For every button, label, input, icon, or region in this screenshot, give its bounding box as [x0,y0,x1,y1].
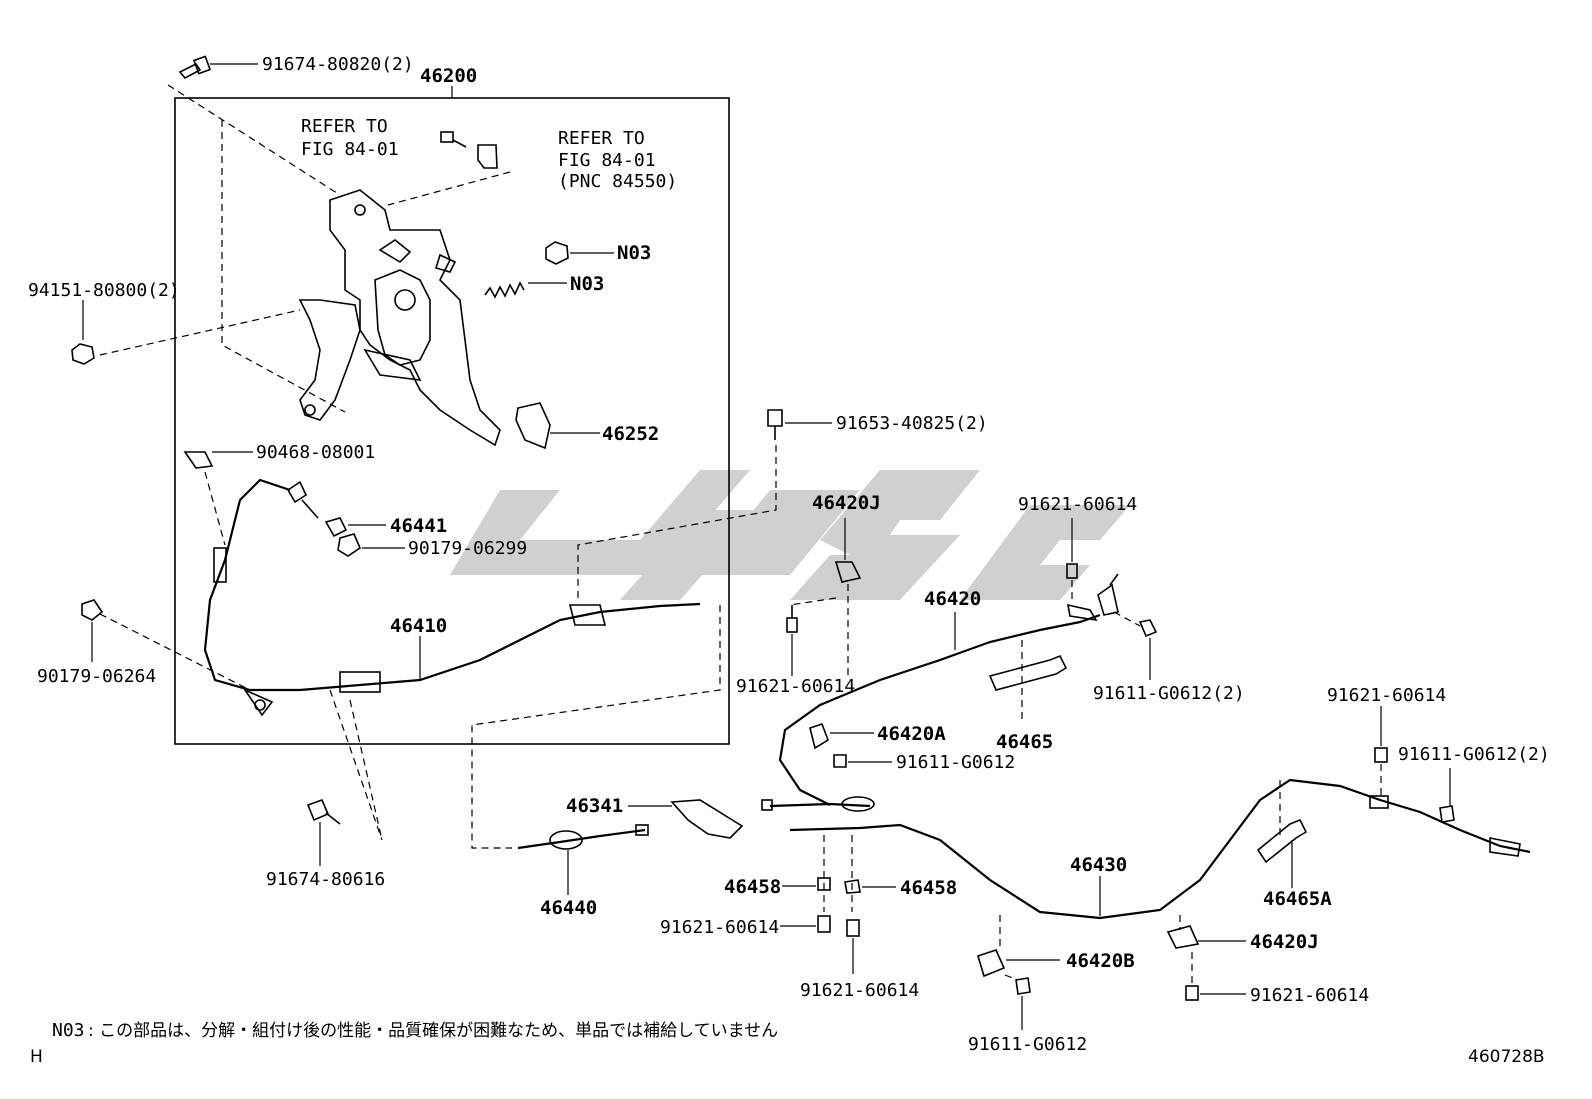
label-46252: 46252 [602,423,659,445]
cable-46410 [203,478,701,717]
parking-brake-pedal-assembly [298,189,501,447]
label-46200: 46200 [420,65,477,87]
label-91653-40825: 91653-40825(2) [836,413,988,434]
label-46440: 46440 [540,897,597,919]
label-46458-right: 46458 [900,877,957,899]
clip-46420J-right [1166,925,1200,949]
stopper-46252 [515,402,551,450]
bushing-n03 [545,241,569,265]
label-46341: 46341 [566,795,623,817]
bracket-46420B [977,949,1006,978]
label-46410: 46410 [390,615,447,637]
clip-46420J-top [834,561,862,583]
label-46420J-top: 46420J [812,492,881,514]
label-46441: 46441 [390,515,447,537]
label-91674-80616: 91674-80616 [266,869,385,890]
footer-note-text: : この部品は、分解・組付け後の性能・品質確保が困難なため、単品では補給していま… [88,1021,778,1041]
assembly-frame-46200 [174,97,730,745]
label-46420B: 46420B [1066,950,1135,972]
label-n03-b: N03 [570,273,604,295]
cable-46440 [517,824,649,850]
bracket-refer-fig [477,144,498,169]
ref2-line2: FIG 84-01 [558,150,656,171]
label-46465A: 46465A [1263,888,1332,910]
label-91621-60614-right-top: 91621-60614 [1327,685,1446,706]
boot-46465A [1256,818,1308,864]
clip-90468-08001 [183,451,214,469]
label-46430: 46430 [1070,854,1127,876]
label-91621-60614-bm: 91621-60614 [800,980,919,1001]
ref2-line1: REFER TO [558,128,645,149]
label-91611-G0612-2-top: 91611-G0612(2) [1093,683,1245,704]
label-91611-G0612-bottom: 91611-G0612 [968,1034,1087,1055]
bolt-91621-60614-right-top [1374,747,1388,763]
cable-46420 [761,603,1101,812]
label-91621-60614-top: 91621-60614 [1018,494,1137,515]
rod-46441 [301,499,348,538]
label-46465: 46465 [996,731,1053,753]
label-46420A: 46420A [877,723,946,745]
bolt-91621-60614-br [1185,985,1199,1001]
bracket-91611-G0612-top [1097,573,1158,638]
bolt-91621-60614-top [1066,563,1078,579]
label-90179-06299: 90179-06299 [408,538,527,559]
watermark-logo [450,470,1130,600]
label-94151-80800: 94151-80800(2) [28,280,180,301]
label-n03-a: N03 [617,242,651,264]
ref2-line3: (PNC 84550) [558,171,677,192]
bracket-46341 [670,799,744,839]
footer-note-code: N03 [52,1020,85,1041]
bolt-91621-60614-bm [846,919,860,937]
label-90179-06264: 90179-06264 [37,666,156,687]
spring-n03 [484,281,525,299]
boot-46465 [988,654,1068,691]
bolt-refer-fig [440,131,467,148]
bolt-91611-G0612-right [1439,805,1455,823]
bolt-91611-G0612-bottom [1015,977,1031,995]
label-91674-80820: 91674-80820(2) [262,54,414,75]
label-91611-G0612-mid: 91611-G0612 [896,752,1015,773]
label-91611-G0612-2-right: 91611-G0612(2) [1398,744,1550,765]
nut-90179-06264 [81,599,104,621]
bolt-91653-40825 [767,409,783,440]
bolt-91621-60614-bl [817,915,831,933]
label-91621-60614-left: 91621-60614 [736,676,855,697]
bolt-91674-80820 [178,55,212,80]
footer-corner-mark: H [30,1047,43,1067]
footer-figure-id: 460728B [1468,1047,1545,1067]
clamp-46420A [809,722,829,750]
label-91621-60614-br: 91621-60614 [1250,985,1369,1006]
bolt-91621-60614-left [786,605,798,633]
label-46458-left: 46458 [724,876,781,898]
cable-46430 [789,778,1531,920]
bolt-91674-80616 [306,798,341,825]
label-46420J-right: 46420J [1250,931,1319,953]
label-90468-08001: 90468-08001 [256,442,375,463]
bolt-91611-G0612-mid [833,754,847,768]
nut-94151-80800 [71,343,95,365]
nut-90179-06299 [337,533,361,557]
ref1-line2: FIG 84-01 [301,139,399,160]
ref1-line1: REFER TO [301,116,388,137]
label-46420: 46420 [924,588,981,610]
clip-46458-right [844,879,861,894]
label-91621-60614-bl: 91621-60614 [660,917,779,938]
